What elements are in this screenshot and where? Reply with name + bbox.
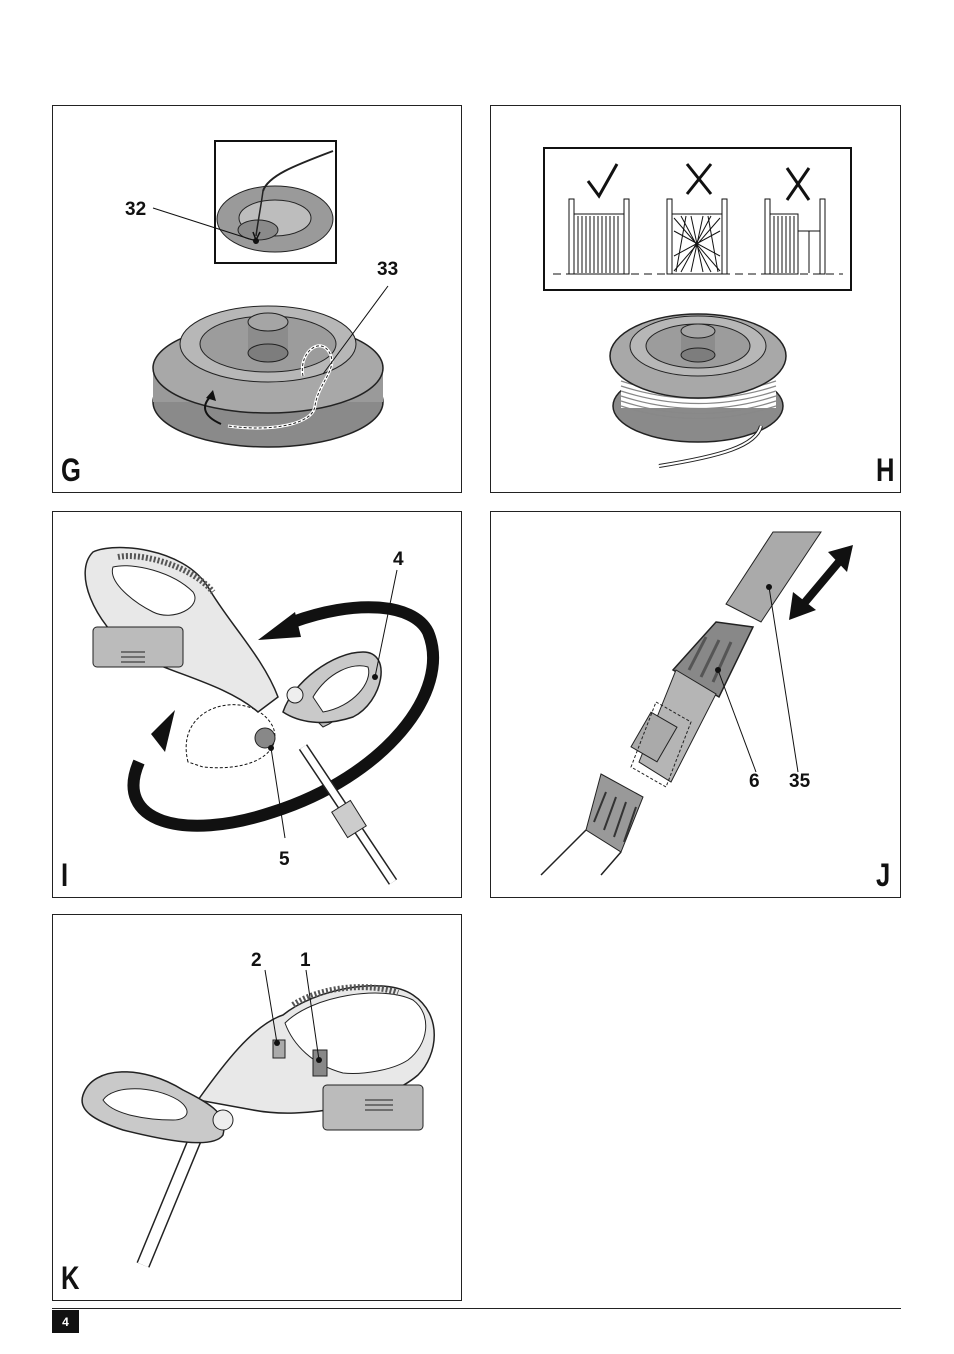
callout-5: 5 [279,850,290,869]
figure-k: 2 1 K [52,914,462,1301]
callout-33: 33 [377,260,398,279]
figure-label-j: J [876,859,890,891]
figure-label-g: G [61,454,81,486]
line-winding-comparison [491,106,902,494]
callout-6: 6 [749,772,760,791]
head-rotation-illustration [53,512,463,899]
figure-i: 4 5 I [52,511,462,898]
figure-j: 6 35 J [490,511,901,898]
telescopic-shaft-illustration [491,512,902,899]
switch-operation-illustration [53,915,463,1302]
figure-label-k: K [61,1262,79,1294]
footer-rule [52,1308,901,1309]
callout-4: 4 [393,550,404,569]
callout-2: 2 [251,951,262,970]
callout-32: 32 [125,200,146,219]
callout-35: 35 [789,772,810,791]
page-number: 4 [52,1310,79,1333]
figure-g: 32 33 G [52,105,462,493]
callout-1: 1 [300,951,311,970]
spool-threading-illustration [53,106,463,494]
figure-label-i: I [61,859,68,891]
figure-h: H [490,105,901,493]
figure-label-h: H [876,454,894,486]
